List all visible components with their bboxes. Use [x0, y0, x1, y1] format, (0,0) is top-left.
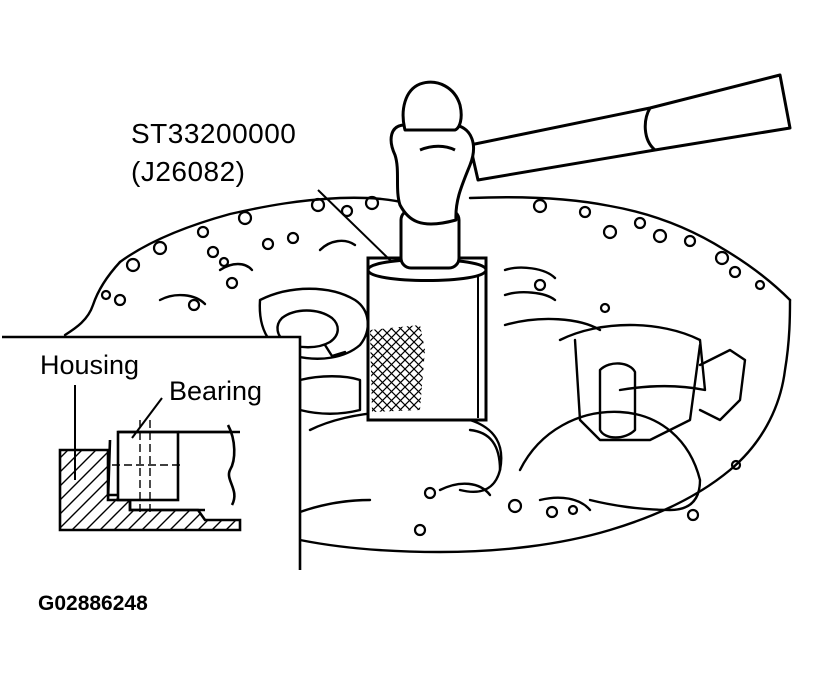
tool-alt-number-label: (J26082): [131, 156, 246, 187]
drift-tool: [366, 208, 488, 422]
bearing-label: Bearing: [169, 376, 263, 406]
detail-inset: [2, 335, 302, 590]
figure-id-label: G02886248: [38, 592, 148, 615]
housing-label: Housing: [40, 350, 140, 380]
transmission-case: [63, 196, 792, 554]
bolt-holes: [100, 195, 766, 537]
tool-part-number-label: ST33200000: [131, 118, 297, 149]
hammer: [389, 73, 792, 226]
tool-leader-line: [317, 189, 393, 263]
